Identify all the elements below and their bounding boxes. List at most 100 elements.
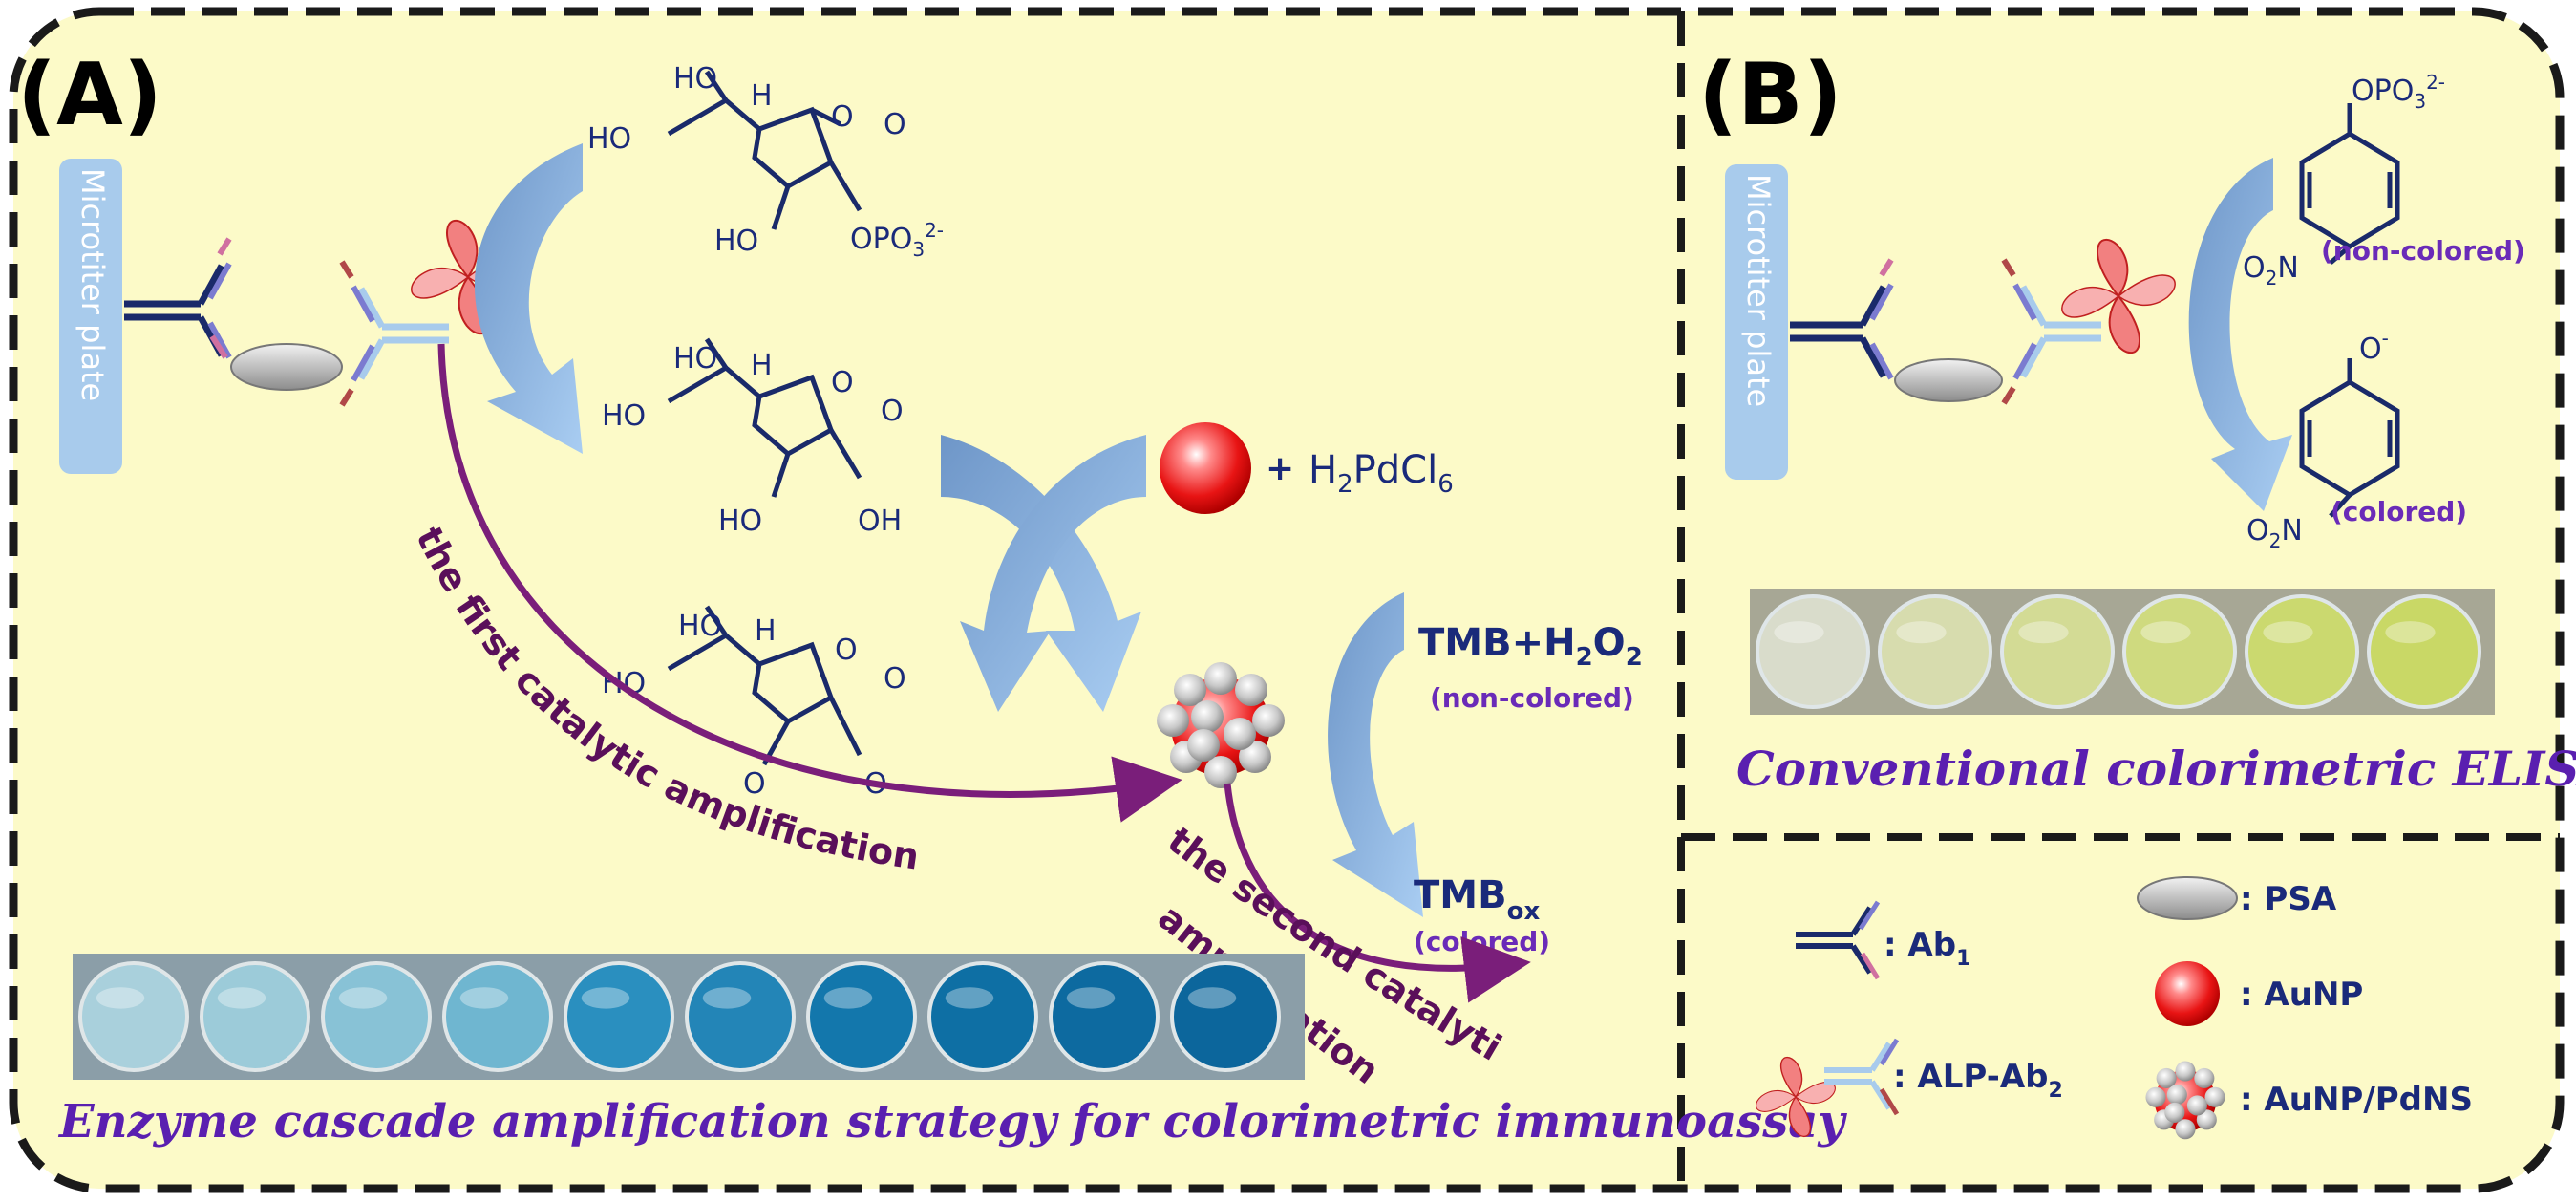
microtiter-plate-a	[59, 159, 122, 474]
caption-b: Conventional colorimetric ELISA	[1736, 741, 2576, 797]
well-strip-b	[1750, 589, 2495, 715]
psa-antigen-b	[1894, 358, 2003, 402]
mol1-opo3: OPO32-	[850, 219, 944, 261]
legend-psa-icon	[2137, 876, 2238, 920]
well	[685, 961, 796, 1072]
well	[1049, 961, 1160, 1072]
psa-antigen-a	[230, 343, 343, 391]
legend-aunp-label: : AuNP	[2240, 976, 2363, 1014]
plus-sign: +	[1266, 449, 1294, 488]
mol3-o-left: O	[743, 767, 766, 801]
legend-aunp-icon	[2155, 961, 2220, 1026]
tmb-ox-label: TMBox	[1414, 873, 1540, 926]
background-frame	[9, 7, 2565, 1193]
well-highlight	[2140, 621, 2191, 644]
well	[321, 961, 432, 1072]
h2pdcl6-label: H2PdCl6	[1309, 448, 1454, 499]
mol2-ho-left: HO	[602, 399, 646, 433]
reaction-arrow-3	[960, 435, 1146, 712]
reaction-arrow-2	[941, 435, 1141, 712]
mol2-h: H	[751, 349, 773, 382]
mol3-h: H	[755, 614, 777, 648]
colored-b: (colored)	[2331, 496, 2467, 527]
panel-b-label: (B)	[1698, 45, 1842, 145]
detection-antibody-a	[339, 260, 449, 407]
legend-ab1-icon	[1796, 900, 1881, 980]
pnp-o2n: O2N	[2246, 514, 2303, 552]
well	[2367, 594, 2481, 709]
well-strip-a	[73, 954, 1305, 1080]
legend-ab1-label: : Ab1	[1884, 926, 1970, 971]
pnp-o-minus: O-	[2359, 327, 2389, 366]
well-highlight	[1066, 987, 1116, 1009]
well-highlight	[1774, 621, 1824, 644]
molecule-pnp	[2299, 358, 2400, 518]
mol2-oh-bottom: OH	[858, 505, 902, 538]
mol1-o-ring: O	[831, 100, 854, 134]
well-highlight	[96, 987, 145, 1009]
non-colored-a: (non-colored)	[1430, 682, 1634, 714]
well	[1756, 594, 1870, 709]
well	[200, 961, 310, 1072]
mol3-ho-top: HO	[678, 610, 722, 643]
well-highlight	[1896, 621, 1947, 644]
mol2-ho-bottom: HO	[718, 505, 762, 538]
legend-alp-ab2-icon	[1748, 1038, 1900, 1145]
well-highlight	[459, 987, 509, 1009]
tmb-h2o2-label: TMB+H2O2	[1418, 621, 1643, 672]
well	[1878, 594, 1992, 709]
molecule-aa	[667, 337, 862, 498]
reaction-arrow-b	[2188, 158, 2292, 511]
well-highlight	[581, 987, 630, 1009]
mol2-o-carbonyl: O	[881, 395, 904, 428]
legend-psa-label: : PSA	[2240, 880, 2337, 918]
mol1-ho-top: HO	[673, 62, 717, 96]
well	[564, 961, 674, 1072]
microtiter-label-b: Microtiter plate	[1740, 174, 1777, 407]
well	[78, 961, 189, 1072]
panel-a-label: (A)	[17, 45, 162, 145]
aunp-sphere-a	[1160, 422, 1251, 514]
microtiter-label-a: Microtiter plate	[75, 168, 111, 401]
well-highlight	[823, 987, 873, 1009]
capture-antibody-a	[124, 237, 232, 359]
first-amplification-arrow	[437, 343, 1182, 823]
well-highlight	[217, 987, 266, 1009]
well-highlight	[2385, 621, 2436, 644]
mol3-o-ring: O	[835, 634, 858, 667]
well-highlight	[945, 987, 994, 1009]
reaction-arrow-4	[1328, 592, 1423, 917]
well	[806, 961, 917, 1072]
well-highlight	[702, 987, 752, 1009]
non-colored-b: (non-colored)	[2321, 235, 2525, 267]
capture-antibody-b	[1790, 258, 1894, 380]
detection-antibody-b	[2001, 258, 2101, 405]
reaction-arrow-1	[474, 143, 583, 454]
molecule-dha	[667, 605, 862, 766]
second-amplification-arrow	[1224, 783, 1531, 1003]
colored-a: (colored)	[1414, 926, 1550, 957]
well-highlight	[2018, 621, 2069, 644]
caption-a: Enzyme cascade amplification strategy fo…	[57, 1095, 1847, 1149]
legend-aunp-pdns-label: : AuNP/PdNS	[2240, 1081, 2473, 1119]
well	[2245, 594, 2359, 709]
well	[1170, 961, 1281, 1072]
well	[927, 961, 1038, 1072]
pnpp-o2n: O2N	[2243, 251, 2299, 290]
mol1-ho-bottom: HO	[714, 225, 758, 258]
well-highlight	[338, 987, 388, 1009]
well-highlight	[2263, 621, 2313, 644]
microtiter-plate-b	[1725, 164, 1788, 480]
well	[2000, 594, 2115, 709]
legend-alp-ab2-label: : ALP-Ab2	[1893, 1058, 2063, 1103]
mol1-ho-left: HO	[587, 122, 631, 156]
mol1-o-carbonyl: O	[884, 108, 906, 141]
well	[442, 961, 553, 1072]
pnpp-opo3: OPO32-	[2352, 71, 2445, 113]
well	[2122, 594, 2237, 709]
mol2-ho-top: HO	[673, 342, 717, 376]
mol1-h: H	[751, 79, 773, 113]
molecule-pnpp	[2299, 103, 2400, 265]
well-highlight	[1187, 987, 1237, 1009]
